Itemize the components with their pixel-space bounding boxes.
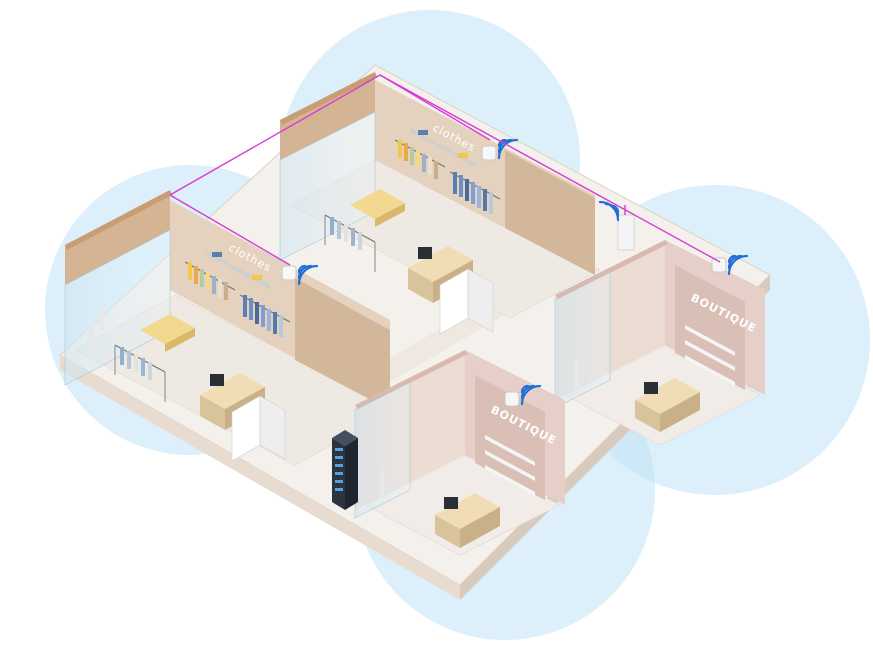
cable-left	[169, 194, 291, 266]
network-cables	[169, 74, 721, 266]
clothes-rack-top-2	[449, 171, 501, 214]
wifi-icon	[520, 384, 542, 406]
wifi-icon	[297, 264, 319, 286]
pos-monitor-right	[644, 382, 658, 394]
clothes-store-top: clothes	[279, 72, 601, 335]
pos-monitor-bottom	[444, 497, 458, 509]
ap-right-boutique	[711, 254, 749, 276]
wifi-icon	[598, 200, 620, 222]
corridor-column	[598, 200, 635, 251]
boutique-bottom: BOUTIQUE	[354, 350, 565, 556]
pos-monitor-top	[418, 247, 432, 259]
wifi-icon	[727, 254, 749, 276]
server-rack	[332, 430, 358, 510]
ap-bottom-boutique	[504, 384, 542, 407]
clothes-rack-left-2	[239, 294, 291, 337]
cable-right	[379, 74, 721, 263]
clothes-rack-top-1	[394, 139, 446, 179]
clothes-rack-floor-top	[324, 214, 376, 272]
clothes-rack-floor-left	[114, 344, 166, 402]
clothes-store-left: clothes	[64, 190, 396, 466]
clothes-rack-left-1	[184, 261, 236, 300]
pos-monitor-left	[210, 374, 224, 386]
boutique-right: BOUTIQUE	[554, 240, 765, 446]
ap-left-store	[281, 264, 319, 286]
